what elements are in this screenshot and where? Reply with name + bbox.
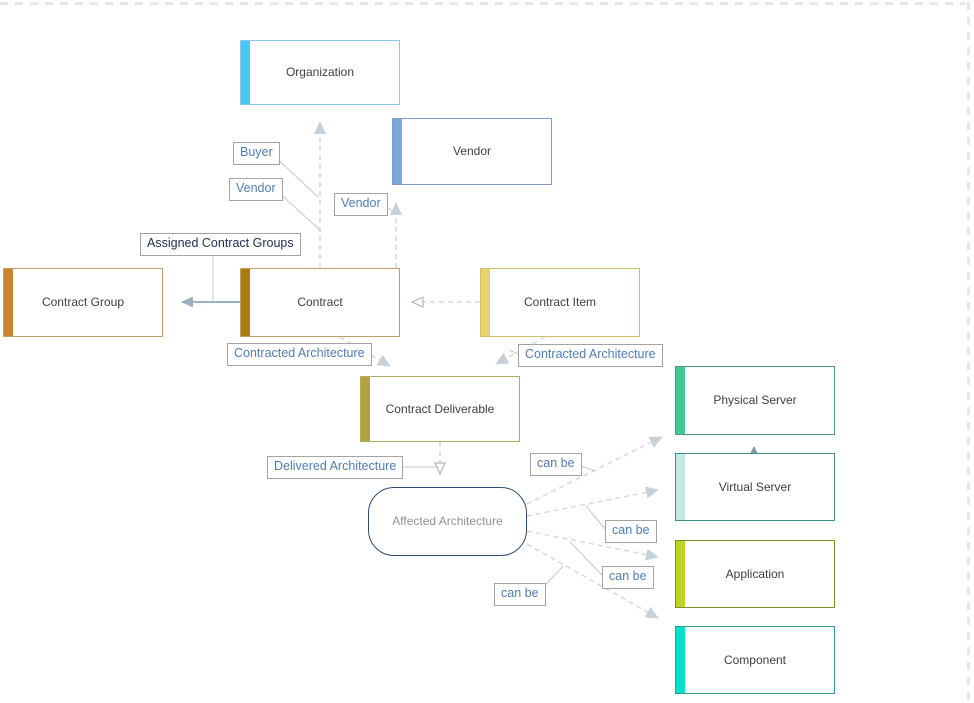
- node-label: Virtual Server: [718, 479, 792, 494]
- node-virtual-server[interactable]: Virtual Server: [675, 453, 835, 521]
- node-contract[interactable]: Contract: [240, 268, 400, 337]
- leader-can-be-application: [569, 541, 603, 576]
- node-component[interactable]: Component: [675, 626, 835, 694]
- edge-label-contracted-architecture-contract[interactable]: Contracted Architecture: [227, 343, 372, 366]
- node-label: Vendor: [452, 144, 492, 159]
- edge-label-can-be-component[interactable]: can be: [494, 583, 546, 606]
- node-contract-deliverable[interactable]: Contract Deliverable: [360, 376, 520, 442]
- edge-label-can-be-physical-server[interactable]: can be: [530, 453, 582, 476]
- edge-affected-architecture-to-component[interactable]: [526, 543, 659, 619]
- node-organization[interactable]: Organization: [240, 40, 400, 105]
- node-color-stripe: [676, 627, 685, 693]
- node-label: Organization: [285, 65, 355, 80]
- node-color-stripe: [676, 367, 685, 434]
- node-color-stripe: [241, 41, 250, 104]
- node-contract-group[interactable]: Contract Group: [3, 268, 163, 337]
- node-vendor[interactable]: Vendor: [392, 118, 552, 185]
- edge-label-vendor-to-organization[interactable]: Vendor: [229, 178, 283, 201]
- edge-label-can-be-application[interactable]: can be: [602, 566, 654, 589]
- node-physical-server[interactable]: Physical Server: [675, 366, 835, 435]
- node-color-stripe: [481, 269, 490, 336]
- edge-label-contracted-architecture-item[interactable]: Contracted Architecture: [518, 344, 663, 367]
- node-color-stripe: [4, 269, 13, 336]
- node-contract-item[interactable]: Contract Item: [480, 268, 640, 337]
- leader-contracted-architecture-item: [508, 349, 519, 355]
- node-label: Component: [723, 652, 787, 667]
- edge-label-delivered-architecture[interactable]: Delivered Architecture: [267, 456, 404, 479]
- node-color-stripe: [676, 454, 685, 520]
- leader-can-be-virtual-server: [585, 505, 606, 530]
- node-affected-architecture[interactable]: Affected Architecture: [368, 487, 527, 556]
- node-color-stripe: [393, 119, 402, 184]
- edge-label-vendor-to-vendor[interactable]: Vendor: [334, 193, 388, 216]
- edge-label-buyer[interactable]: Buyer: [233, 142, 280, 165]
- node-color-stripe: [241, 269, 250, 336]
- edge-affected-architecture-to-application[interactable]: [526, 530, 659, 561]
- node-label: Physical Server: [713, 393, 797, 408]
- edge-label-assigned-contract-groups[interactable]: Assigned Contract Groups: [140, 233, 301, 256]
- edge-affected-architecture-to-virtual-server[interactable]: [526, 486, 659, 517]
- node-label: Contract Deliverable: [385, 401, 495, 416]
- node-label: Contract Group: [41, 295, 125, 310]
- node-label: Contract: [297, 295, 343, 310]
- node-label: Application: [725, 566, 785, 581]
- node-color-stripe: [361, 377, 370, 441]
- node-label: Contract Item: [523, 295, 597, 310]
- edge-label-can-be-virtual-server[interactable]: can be: [605, 520, 657, 543]
- leader-vendor-organization: [275, 189, 322, 232]
- node-application[interactable]: Application: [675, 540, 835, 608]
- node-label: Affected Architecture: [392, 514, 503, 529]
- node-color-stripe: [676, 541, 685, 607]
